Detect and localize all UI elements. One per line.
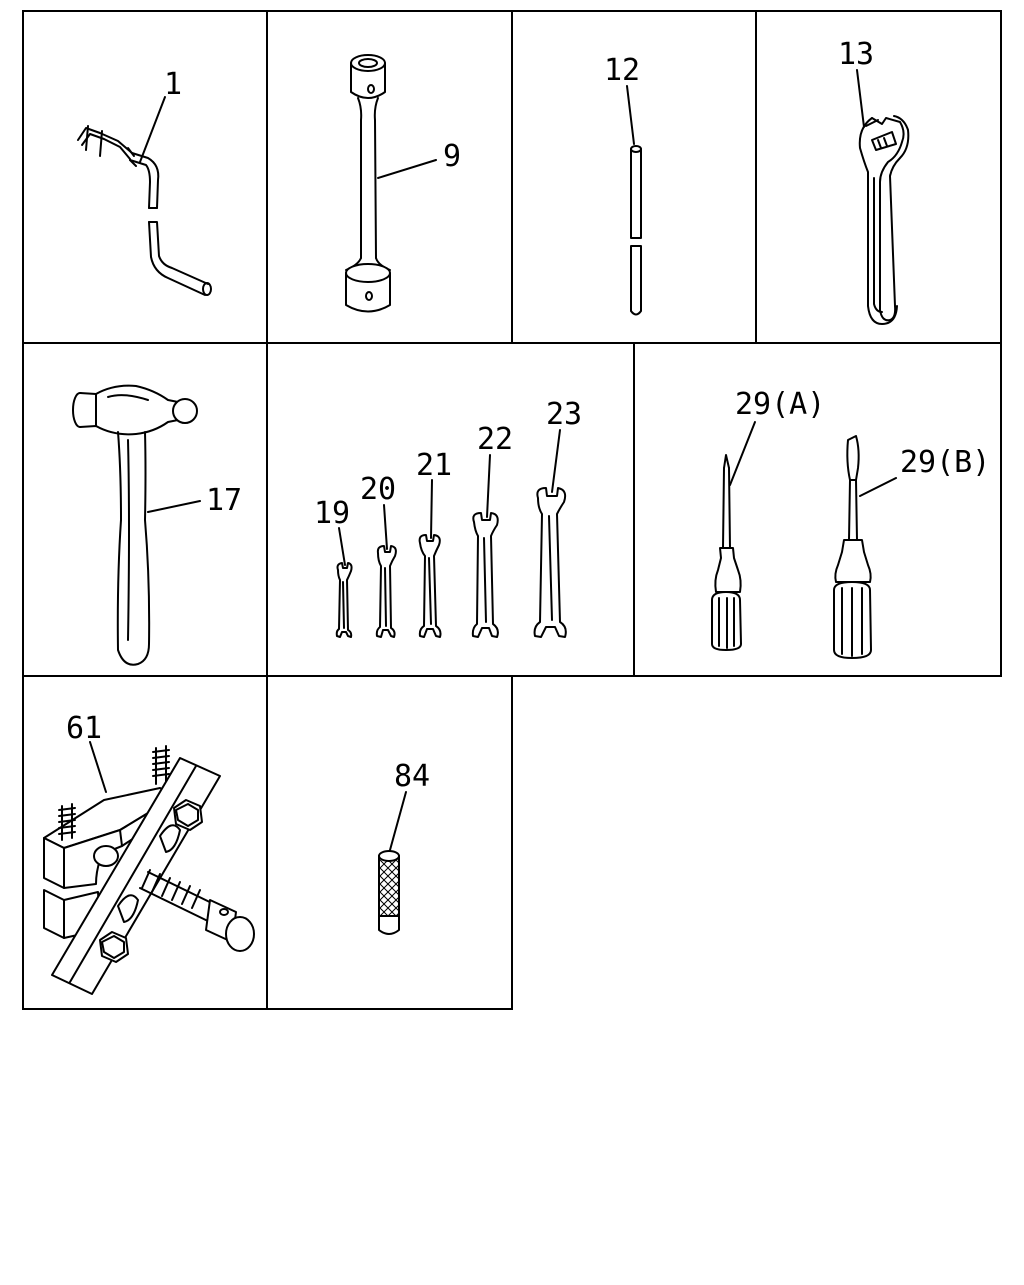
part-23-spanner: 23 — [533, 397, 582, 638]
callout-1: 1 — [164, 67, 182, 102]
callout-22: 22 — [477, 422, 513, 457]
callout-84: 84 — [394, 759, 430, 794]
leader-13 — [856, 69, 865, 128]
leader-12 — [626, 85, 635, 145]
part-29a-screwdriver: 29(A) — [711, 387, 825, 651]
part-13-adjustable-wrench: 13 — [838, 37, 910, 325]
part-17-ball-peen-hammer: 17 — [72, 384, 242, 666]
part-1-crank-handle: 1 — [77, 67, 212, 296]
callout-17: 17 — [206, 483, 242, 518]
leader-22 — [486, 454, 491, 518]
leader-29b — [859, 477, 897, 497]
callout-61: 61 — [66, 711, 102, 746]
callout-23: 23 — [546, 397, 582, 432]
grid-frame — [22, 10, 1002, 1010]
part-12-tommy-bar: 12 — [604, 53, 642, 316]
leader-21 — [430, 479, 433, 539]
leader-84 — [389, 791, 407, 851]
callout-12: 12 — [604, 53, 640, 88]
leader-61 — [89, 741, 107, 793]
callout-13: 13 — [838, 37, 874, 72]
part-29b-screwdriver: 29(B) — [833, 435, 990, 659]
part-84-knurled-pin: 84 — [378, 759, 430, 935]
callout-9: 9 — [443, 139, 461, 174]
part-9-wheel-brace: 9 — [345, 54, 461, 313]
leader-29a — [729, 421, 756, 486]
callout-29b: 29(B) — [900, 445, 990, 480]
callout-19: 19 — [314, 496, 350, 531]
leader-19 — [338, 527, 346, 566]
part-21-spanner: 21 — [416, 448, 452, 638]
leader-20 — [383, 504, 388, 550]
callout-29a: 29(A) — [735, 387, 825, 422]
part-20-spanner: 20 — [360, 472, 397, 638]
callout-20: 20 — [360, 472, 396, 507]
leader-17 — [147, 500, 201, 513]
callout-21: 21 — [416, 448, 452, 483]
part-61-puller: 61 — [43, 711, 255, 995]
leader-23 — [551, 429, 561, 493]
part-19-spanner: 19 — [314, 496, 353, 638]
leader-1 — [139, 96, 166, 163]
leader-9 — [377, 159, 437, 179]
part-22-spanner: 22 — [471, 422, 513, 638]
